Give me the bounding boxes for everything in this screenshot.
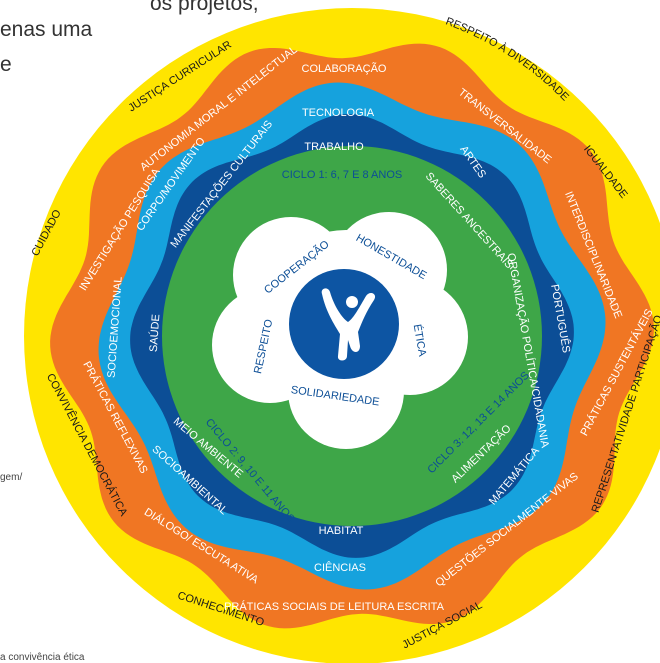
background-text-line-1: os projetos, bbox=[150, 0, 259, 15]
background-text-line-2: enas uma bbox=[0, 18, 93, 41]
label-ciclo-1: CICLO 1: 6, 7 E 8 ANOS bbox=[282, 169, 402, 181]
label-praticas-sociais: PRÁTICAS SOCIAIS DE LEITURA ESCRITA bbox=[224, 600, 445, 613]
label-trabalho: TRABALHO bbox=[304, 141, 364, 153]
person-arms-raised-icon bbox=[289, 269, 399, 379]
label-saude: SAÚDE bbox=[147, 314, 163, 353]
background-text-line-3: e bbox=[0, 53, 12, 76]
background-text-bottom: a convivência ética bbox=[0, 652, 85, 663]
label-habitat: HABITAT bbox=[319, 525, 364, 537]
label-colaboracao: COLABORAÇÃO bbox=[302, 62, 387, 75]
background-text-fragment: gem/ bbox=[0, 472, 23, 483]
label-ciencias: CIÊNCIAS bbox=[314, 561, 366, 574]
label-tecnologia: TECNOLOGIA bbox=[302, 107, 375, 119]
label-etica: ÉTICA bbox=[411, 323, 430, 358]
